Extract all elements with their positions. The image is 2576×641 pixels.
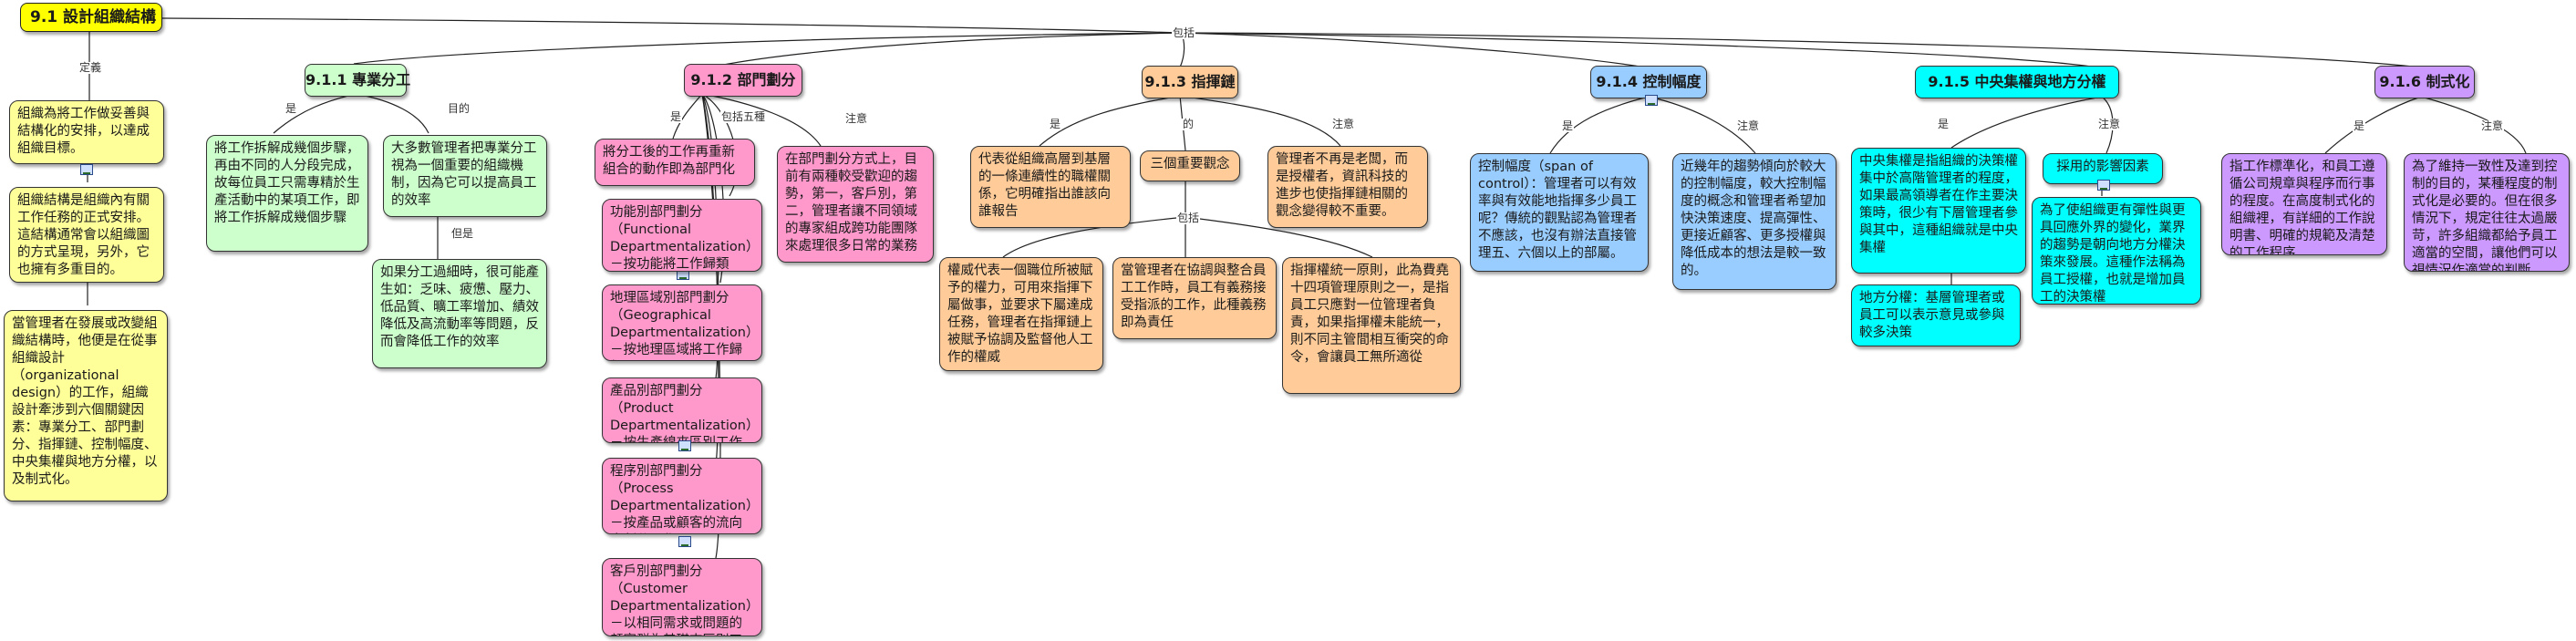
definition-node-1[interactable]: 組織為將工作做妥善與結構化的安排，以達成組織目標。 — [9, 100, 164, 164]
specialization-text-2: 大多數管理者把專業分工視為一個重要的組織機制，因為它可以提高員工的效率 — [391, 141, 537, 208]
definition-node-3[interactable]: 當管理者在發展或改變組織結構時，他便是在從事組織設計（organizationa… — [4, 310, 168, 501]
root-title[interactable]: 9.1 設計組織結構 — [20, 3, 162, 32]
chain-title: 9.1.3 指揮鏈 — [1144, 73, 1236, 90]
departmentalization-header[interactable]: 9.1.2 部門劃分 — [684, 64, 802, 97]
departmentalization-label-includes: 包括五種 — [720, 110, 767, 123]
department-type-2[interactable]: 地理區域別部門劃分（Geographical Departmentalizati… — [602, 284, 762, 361]
chain-concept-1-text: 權威代表一個職位所被賦予的權力，可用來指揮下屬做事，並要求下屬達成任務，管理者在… — [947, 264, 1093, 365]
specialization-label-but: 但是 — [450, 227, 475, 240]
department-type-5-text: 客戶別部門劃分（Customer Departmentalization）－以相… — [610, 564, 753, 636]
chain-concept-2[interactable]: 當管理者在協調與整合員工工作時，員工有義務接受指派的工作，此種義務即為責任 — [1112, 257, 1277, 339]
span-label-note: 注意 — [1736, 119, 1761, 132]
chain-label-is: 是 — [1049, 118, 1062, 130]
centralization-text-2: 地方分權：基層管理者或員工可以表示意見或參與較多決策 — [1859, 291, 2005, 340]
attachment-icon[interactable] — [678, 440, 691, 451]
centralization-title: 9.1.5 中央集權與地方分權 — [1928, 73, 2106, 90]
span-title: 9.1.4 控制幅度 — [1596, 73, 1702, 90]
chain-definition[interactable]: 代表從組織高層到基層的一條連續性的職權關係，它明確指出誰該向誰報告 — [970, 146, 1131, 228]
root-title-text: 9.1 設計組織結構 — [30, 8, 157, 26]
centralization-node-4[interactable]: 為了使組織更有彈性與更具回應外界的變化，業界的趨勢是朝向地方分權決策來發展。這種… — [2032, 197, 2201, 305]
chain-note-text: 管理者不再是老闆，而是授權者，資訊科技的進步也使指揮鏈相關的觀念變得較不重要。 — [1276, 152, 1408, 219]
department-type-2-text: 地理區域別部門劃分（Geographical Departmentalizati… — [610, 291, 753, 357]
department-type-1[interactable]: 功能別部門劃分（Functional Departmentalization）－… — [602, 199, 762, 272]
span-node-2[interactable]: 近幾年的趨勢傾向於較大的控制幅度，較大控制幅度的概念和管理者希望加快決策速度、提… — [1672, 153, 1836, 290]
specialization-label-is: 是 — [284, 102, 298, 115]
specialization-node-3[interactable]: 如果分工過細時，很可能產生如：乏味、疲憊、壓力、低品質、曠工率增加、績效降低及高… — [372, 259, 547, 368]
centralization-node-1[interactable]: 中央集權是指組織的決策權集中於高階管理者的程度，如果最高領導者在作主要決策時，很… — [1851, 148, 2026, 274]
chain-note[interactable]: 管理者不再是老闆，而是授權者，資訊科技的進步也使指揮鏈相關的觀念變得較不重要。 — [1267, 146, 1428, 228]
department-type-3-text: 產品別部門劃分（Product Departmentalization）－按生產… — [610, 384, 753, 443]
centralization-text-1: 中央集權是指組織的決策權集中於高階管理者的程度，如果最高領導者在作主要決策時，很… — [1859, 154, 2018, 255]
departmentalization-label-note: 注意 — [844, 112, 869, 125]
chain-header[interactable]: 9.1.3 指揮鏈 — [1142, 66, 1238, 98]
chain-label-of: 的 — [1182, 118, 1195, 130]
chain-label-includes: 包括 — [1176, 212, 1201, 224]
span-label-is: 是 — [1561, 119, 1575, 132]
formalization-label-is: 是 — [2353, 119, 2366, 132]
specialization-header[interactable]: 9.1.1 專業分工 — [305, 64, 411, 97]
centralization-factors-text: 採用的影響因素 — [2056, 160, 2149, 174]
formalization-node-1[interactable]: 指工作標準化，和員工遵循公司規章與程序而行事的程度。在高度制式化的組織裡，有詳細… — [2221, 153, 2387, 255]
department-type-3[interactable]: 產品別部門劃分（Product Departmentalization）－按生產… — [602, 377, 762, 443]
department-type-1-text: 功能別部門劃分（Functional Departmentalization）－… — [610, 205, 753, 272]
specialization-text-1: 將工作拆解成幾個步驟，再由不同的人分段完成，故每位員工只需專精於生產活動中的某項… — [214, 141, 360, 225]
formalization-header[interactable]: 9.1.6 制式化 — [2374, 66, 2475, 98]
formalization-title: 9.1.6 制式化 — [2379, 73, 2470, 90]
centralization-label-is: 是 — [1937, 118, 1950, 130]
span-header[interactable]: 9.1.4 控制幅度 — [1590, 66, 1707, 98]
definition-link-label: 定義 — [78, 61, 103, 74]
department-type-5[interactable]: 客戶別部門劃分（Customer Departmentalization）－以相… — [602, 558, 762, 636]
definition-text-1: 組織為將工作做妥善與結構化的安排，以達成組織目標。 — [17, 107, 150, 156]
chain-three-concepts-text: 三個重要觀念 — [1150, 157, 1230, 171]
department-type-4[interactable]: 程序別部門劃分（Process Departmentalization）－按產品… — [602, 458, 762, 534]
definition-text-3: 當管理者在發展或改變組織結構時，他便是在從事組織設計（organizationa… — [12, 316, 158, 487]
chain-concept-3[interactable]: 指揮權統一原則，此為費堯十四項管理原則之一，是指員工只應對一位管理者負責，如果指… — [1282, 257, 1461, 394]
specialization-label-purpose: 目的 — [447, 102, 471, 115]
centralization-factors[interactable]: 採用的影響因素 — [2043, 153, 2163, 184]
attachment-icon[interactable] — [2097, 180, 2110, 191]
formalization-text-2: 為了維持一致性及達到控制的目的，某種程度的制式化是必要的。但在很多情況下，規定往… — [2412, 160, 2558, 272]
formalization-label-note: 注意 — [2480, 119, 2505, 132]
departmentalization-title: 9.1.2 部門劃分 — [690, 71, 796, 88]
chain-three-concepts[interactable]: 三個重要觀念 — [1140, 150, 1240, 181]
formalization-node-2[interactable]: 為了維持一致性及達到控制的目的，某種程度的制式化是必要的。但在很多情況下，規定往… — [2404, 153, 2570, 272]
span-text-2: 近幾年的趨勢傾向於較大的控制幅度，較大控制幅度的概念和管理者希望加快決策速度、提… — [1681, 160, 1826, 278]
specialization-title: 9.1.1 專業分工 — [305, 71, 411, 88]
chain-definition-text: 代表從組織高層到基層的一條連續性的職權關係，它明確指出誰該向誰報告 — [978, 152, 1111, 219]
chain-label-note: 注意 — [1331, 118, 1356, 130]
departmentalization-label-is: 是 — [669, 110, 683, 123]
attachment-icon[interactable] — [1645, 95, 1658, 106]
centralization-label-note: 注意 — [2097, 118, 2122, 130]
departmentalization-note-text: 在部門劃分方式上，目前有兩種較受歡迎的趨勢，第一，客戶別，第二，管理者讓不同領域… — [785, 152, 917, 253]
departmentalization-main[interactable]: 將分工後的工作再重新組合的動作即為部門化 — [595, 139, 755, 186]
definition-text-2: 組織結構是組織內有關工作任務的正式安排。這結構通常會以組織圖的方式呈現，另外，它… — [17, 193, 150, 277]
specialization-text-3: 如果分工過細時，很可能產生如：乏味、疲憊、壓力、低品質、曠工率增加、績效降低及高… — [380, 265, 539, 349]
formalization-text-1: 指工作標準化，和員工遵循公司規章與程序而行事的程度。在高度制式化的組織裡，有詳細… — [2229, 160, 2375, 255]
span-text-1: 控制幅度（span of control）：管理者可以有效率與有效能地指揮多少員… — [1478, 160, 1637, 261]
department-type-4-text: 程序別部門劃分（Process Departmentalization）－按產品… — [610, 464, 753, 531]
centralization-node-2[interactable]: 地方分權：基層管理者或員工可以表示意見或參與較多決策 — [1851, 284, 2021, 346]
attachment-icon[interactable] — [678, 536, 691, 547]
root-link-label: 包括 — [1172, 26, 1196, 39]
chain-concept-1[interactable]: 權威代表一個職位所被賦予的權力，可用來指揮下屬做事，並要求下屬達成任務，管理者在… — [939, 257, 1103, 371]
chain-concept-2-text: 當管理者在協調與整合員工工作時，員工有義務接受指派的工作，此種義務即為責任 — [1121, 264, 1267, 330]
departmentalization-main-text: 將分工後的工作再重新組合的動作即為部門化 — [603, 145, 735, 177]
centralization-text-4: 為了使組織更有彈性與更具回應外界的變化，業界的趨勢是朝向地方分權決策來發展。這種… — [2040, 203, 2186, 305]
definition-node-2[interactable]: 組織結構是組織內有關工作任務的正式安排。這結構通常會以組織圖的方式呈現，另外，它… — [9, 187, 164, 283]
centralization-header[interactable]: 9.1.5 中央集權與地方分權 — [1915, 66, 2119, 98]
specialization-node-1[interactable]: 將工作拆解成幾個步驟，再由不同的人分段完成，故每位員工只需專精於生產活動中的某項… — [206, 135, 368, 252]
chain-concept-3-text: 指揮權統一原則，此為費堯十四項管理原則之一，是指員工只應對一位管理者負責，如果指… — [1290, 264, 1449, 365]
attachment-icon[interactable] — [80, 164, 93, 175]
specialization-node-2[interactable]: 大多數管理者把專業分工視為一個重要的組織機制，因為它可以提高員工的效率 — [383, 135, 547, 217]
departmentalization-note[interactable]: 在部門劃分方式上，目前有兩種較受歡迎的趨勢，第一，客戶別，第二，管理者讓不同領域… — [777, 146, 934, 263]
span-node-1[interactable]: 控制幅度（span of control）：管理者可以有效率與有效能地指揮多少員… — [1470, 153, 1649, 272]
